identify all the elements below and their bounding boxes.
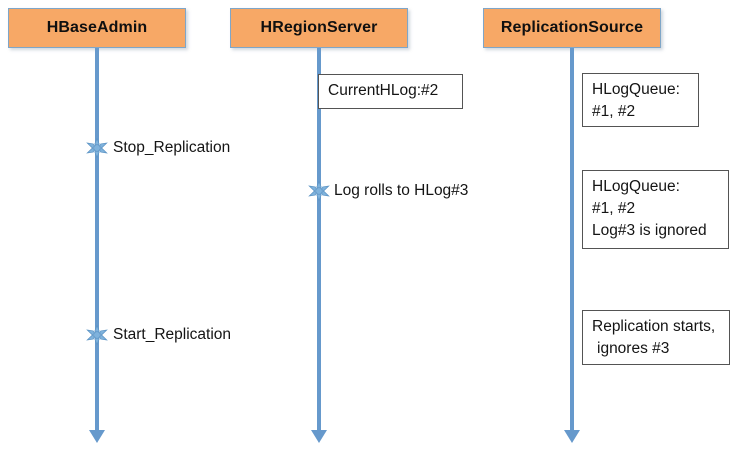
event-label-stop-replication: Stop_Replication bbox=[113, 139, 231, 156]
note-line: Replication starts, bbox=[592, 318, 716, 335]
note-replication-starts[interactable]: Replication starts, ignores #3 bbox=[582, 310, 730, 365]
note-line: #1, #2 bbox=[592, 103, 636, 120]
participant-label-replicationsource: ReplicationSource bbox=[500, 19, 644, 36]
note-line: #1, #2 bbox=[592, 200, 636, 217]
lifeline-hregionserver bbox=[317, 48, 321, 432]
note-line: CurrentHLog:#2 bbox=[328, 82, 439, 99]
participant-box-hbaseadmin[interactable]: HBaseAdmin bbox=[8, 8, 186, 48]
note-line: Log#3 is ignored bbox=[592, 222, 707, 239]
note-line: HLogQueue: bbox=[592, 81, 680, 98]
lifeline-hbaseadmin bbox=[95, 48, 99, 432]
event-label-log-rolls: Log rolls to HLog#3 bbox=[334, 182, 469, 199]
note-hlogqueue-initial[interactable]: HLogQueue: #1, #2 bbox=[582, 73, 699, 127]
participant-box-replicationsource[interactable]: ReplicationSource bbox=[483, 8, 661, 48]
note-line: ignores #3 bbox=[597, 340, 670, 357]
note-line: HLogQueue: bbox=[592, 178, 680, 195]
participant-label-hbaseadmin: HBaseAdmin bbox=[46, 19, 148, 36]
lifeline-replicationsource bbox=[570, 48, 574, 432]
participant-box-hregionserver[interactable]: HRegionServer bbox=[230, 8, 408, 48]
lifeline-arrowhead-hbaseadmin bbox=[89, 430, 105, 443]
star-marker-icon-start-replication[interactable] bbox=[86, 324, 108, 346]
star-marker-icon-stop-replication[interactable] bbox=[86, 137, 108, 159]
lifeline-arrowhead-replicationsource bbox=[564, 430, 580, 443]
star-marker-icon-log-rolls[interactable] bbox=[308, 180, 330, 202]
event-label-start-replication: Start_Replication bbox=[113, 326, 232, 343]
note-hlogqueue-after-roll[interactable]: HLogQueue: #1, #2 Log#3 is ignored bbox=[582, 170, 729, 249]
participant-label-hregionserver: HRegionServer bbox=[260, 19, 378, 36]
lifeline-arrowhead-hregionserver bbox=[311, 430, 327, 443]
note-current-hlog[interactable]: CurrentHLog:#2 bbox=[318, 74, 463, 109]
